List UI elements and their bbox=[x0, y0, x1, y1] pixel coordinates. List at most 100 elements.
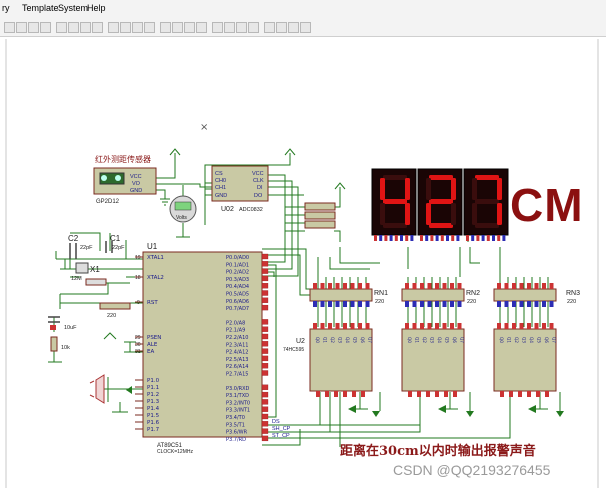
display-pin bbox=[466, 235, 469, 241]
toolbar-button[interactable] bbox=[196, 22, 207, 33]
toolbar-button[interactable] bbox=[288, 22, 299, 33]
display-segment bbox=[426, 203, 431, 225]
display-segment bbox=[451, 178, 456, 200]
toolbar-button[interactable] bbox=[248, 22, 259, 33]
toolbar-button[interactable] bbox=[28, 22, 39, 33]
chip-pin-label: Q1 bbox=[323, 337, 328, 343]
toolbar-button[interactable] bbox=[236, 22, 247, 33]
c2-value: 22pF bbox=[80, 245, 93, 251]
mcu-pin-num-19: 19 bbox=[135, 255, 141, 261]
toolbar-button[interactable] bbox=[16, 22, 27, 33]
toolbar-button[interactable] bbox=[108, 22, 119, 33]
mcu-pin-marker bbox=[261, 406, 269, 412]
mcu-left-pin-label: P1.2 bbox=[147, 392, 159, 398]
rn-pin-marker bbox=[358, 301, 362, 307]
toolbar-button[interactable] bbox=[40, 22, 51, 33]
chip-pin-marker bbox=[412, 323, 417, 329]
chip-pin-marker bbox=[365, 323, 370, 329]
toolbar-button[interactable] bbox=[172, 22, 183, 33]
u2-part: 74HC595 bbox=[283, 347, 304, 353]
chip-pin-label: Q0 bbox=[315, 337, 320, 343]
chip-pin-marker bbox=[408, 391, 412, 397]
resistor-network-rn2: RN2 220 bbox=[401, 288, 480, 305]
rn-pin-marker bbox=[313, 283, 317, 289]
display-pin bbox=[497, 235, 501, 241]
toolbar-button[interactable] bbox=[184, 22, 195, 33]
voltmeter-label: Volts bbox=[176, 215, 187, 221]
display-pin bbox=[456, 235, 460, 241]
connector-block bbox=[304, 202, 336, 229]
display-pin bbox=[486, 235, 490, 241]
toolbar-button[interactable] bbox=[160, 22, 171, 33]
alarm-annotation: 距离在30cm以内时输出报警声音 bbox=[340, 443, 536, 459]
chip-pin-marker bbox=[427, 323, 432, 329]
mcu-pin-marker bbox=[261, 304, 269, 311]
display-pin bbox=[394, 235, 398, 241]
mcu-ref: U1 bbox=[147, 242, 158, 251]
menu-item-template[interactable]: Template bbox=[22, 3, 59, 13]
rn-pin-marker bbox=[365, 301, 370, 307]
mcu-left-pin-label: P1.4 bbox=[147, 406, 160, 412]
adc-pin-gnd: GND bbox=[215, 193, 227, 199]
chip-pin-label: Q1 bbox=[415, 337, 420, 343]
rn-pin-marker bbox=[504, 283, 509, 289]
mcu-left-pin-label: P1.6 bbox=[147, 420, 160, 426]
menu-item-help[interactable]: Help bbox=[87, 3, 106, 13]
mcu-right-pin-label: P0.2/AD2 bbox=[226, 270, 249, 276]
rn-pin-marker bbox=[497, 301, 501, 307]
adc-ref: U02 bbox=[221, 206, 234, 213]
chip-pin-label: Q3 bbox=[338, 337, 343, 343]
toolbar-button[interactable] bbox=[4, 22, 15, 33]
c1-value: 22pF bbox=[112, 245, 125, 251]
chip-pin-marker bbox=[335, 323, 340, 329]
menu-item-system[interactable]: System bbox=[58, 3, 89, 13]
mcu-pin-marker bbox=[261, 421, 269, 427]
toolbar-button[interactable] bbox=[264, 22, 275, 33]
chip-pin-label: Q4 bbox=[345, 337, 350, 343]
toolbar-button[interactable] bbox=[212, 22, 223, 33]
toolbar-button[interactable] bbox=[132, 22, 143, 33]
mcu-pin-marker bbox=[261, 326, 269, 332]
display-pin bbox=[389, 235, 393, 241]
mcu-left-pin-label: XTAL1 bbox=[147, 255, 164, 261]
toolbar-button[interactable] bbox=[224, 22, 235, 33]
csdn-watermark: CSDN @QQ2193276455 bbox=[393, 462, 551, 478]
schematic-canvas[interactable]: × bbox=[0, 37, 606, 490]
display-pin bbox=[476, 235, 480, 241]
toolbar-button[interactable] bbox=[120, 22, 131, 33]
toolbar-button[interactable] bbox=[300, 22, 311, 33]
mcu-right-pin-label: P3.1/TXD bbox=[226, 393, 249, 399]
rn-pin-marker bbox=[335, 301, 340, 307]
chip-pin-marker bbox=[435, 323, 439, 329]
signal-ds: DS bbox=[272, 419, 280, 425]
chip-pin-marker bbox=[320, 323, 325, 329]
ir-sensor-ref: GP2D12 bbox=[96, 199, 120, 205]
chip-pin-marker bbox=[316, 391, 320, 397]
mcu-pin-num-30: 30 bbox=[135, 342, 141, 348]
ir-sensor-pin-gnd: GND bbox=[130, 188, 142, 194]
chip-pin-label: Q6 bbox=[360, 337, 365, 343]
buzzer bbox=[89, 374, 105, 404]
rn-pin-marker bbox=[549, 283, 554, 289]
display-segment bbox=[383, 175, 407, 180]
display-segment bbox=[472, 203, 477, 225]
display-pin bbox=[405, 235, 409, 241]
toolbar-button[interactable] bbox=[276, 22, 287, 33]
toolbar-button[interactable] bbox=[80, 22, 91, 33]
toolbar-button[interactable] bbox=[68, 22, 79, 33]
adc-pin-cs: CS bbox=[215, 171, 223, 177]
toolbar-button[interactable] bbox=[92, 22, 103, 33]
toolbar-button[interactable] bbox=[144, 22, 155, 33]
shift-register-u4 bbox=[493, 328, 557, 392]
rn-pin-marker bbox=[512, 301, 516, 307]
adc-chip: CS CH0 CH1 GND VCC CLK DI DO U02 ADC0832 bbox=[211, 165, 269, 213]
display-segment bbox=[429, 223, 453, 228]
chip-pin-marker bbox=[536, 391, 540, 397]
c2-ref: C2 bbox=[68, 234, 79, 243]
toolbar-button[interactable] bbox=[56, 22, 67, 33]
mcu-left-pin-label: PSEN bbox=[147, 335, 161, 341]
mcu-pin-marker bbox=[261, 297, 269, 303]
rn-pin-marker bbox=[350, 283, 355, 289]
mcu-pin-marker bbox=[261, 348, 269, 354]
menu-item-library[interactable]: ry bbox=[2, 3, 10, 13]
